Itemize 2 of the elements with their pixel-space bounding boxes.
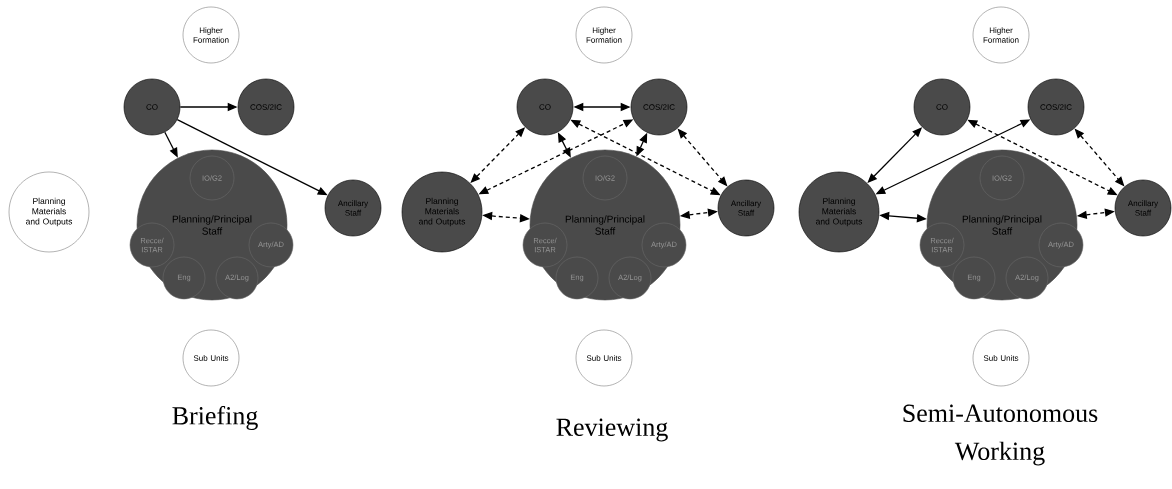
panel-caption: Semi-Autonomous Working bbox=[903, 404, 1098, 466]
panel-caption: Reviewing bbox=[556, 418, 668, 442]
